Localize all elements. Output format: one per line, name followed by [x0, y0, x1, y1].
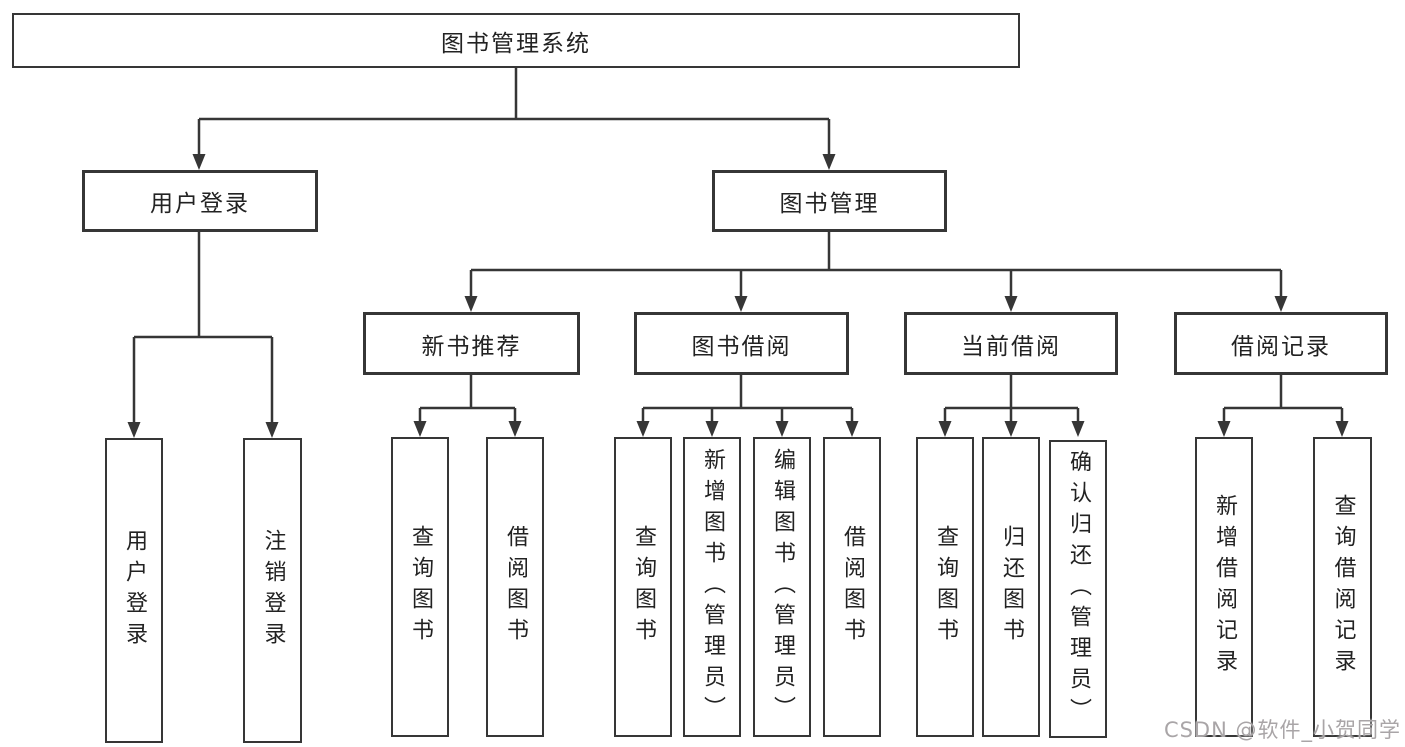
leaf-confirm-return-admin: 确认归还（管理员） — [1049, 440, 1107, 738]
node-book-borrow: 图书借阅 — [634, 312, 849, 375]
node-root: 图书管理系统 — [12, 13, 1020, 68]
node-new-book-recommend: 新书推荐 — [363, 312, 580, 375]
leaf-query-book-3: 查询图书 — [916, 437, 974, 737]
node-user-login: 用户登录 — [82, 170, 318, 232]
leaf-return-book: 归还图书 — [982, 437, 1040, 737]
leaf-user-login: 用户登录 — [105, 438, 163, 743]
leaf-add-book-admin: 新增图书（管理员） — [683, 437, 741, 737]
leaf-edit-book-admin: 编辑图书（管理员） — [753, 437, 811, 737]
node-current-borrow: 当前借阅 — [904, 312, 1118, 375]
leaf-borrow-book-2: 借阅图书 — [823, 437, 881, 737]
leaf-query-borrow-record: 查询借阅记录 — [1313, 437, 1372, 737]
leaf-logout: 注销登录 — [243, 438, 302, 743]
node-borrow-records: 借阅记录 — [1174, 312, 1388, 375]
leaf-add-borrow-record: 新增借阅记录 — [1195, 437, 1253, 737]
leaf-borrow-book-1: 借阅图书 — [486, 437, 544, 737]
leaf-query-book-1: 查询图书 — [391, 437, 449, 737]
leaf-query-book-2: 查询图书 — [614, 437, 672, 737]
node-book-management: 图书管理 — [712, 170, 947, 232]
watermark: CSDN @软件_小贺同学 — [1163, 718, 1401, 742]
